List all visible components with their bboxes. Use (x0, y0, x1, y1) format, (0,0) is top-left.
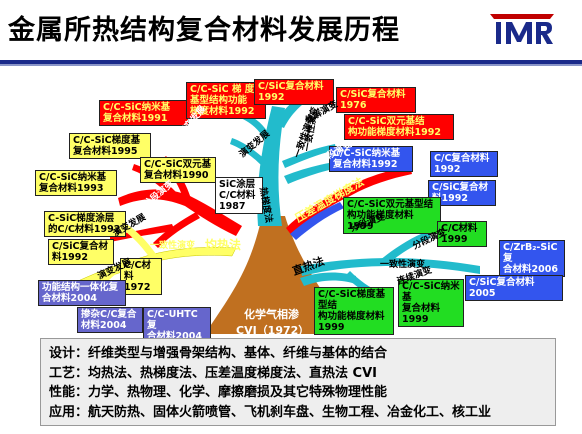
page-title: 金属所热结构复合材料发展历程 (8, 15, 400, 46)
box-node: C/C-SiC纳米基 复合材料1991 (99, 100, 189, 126)
header-rule-light (0, 64, 582, 66)
summary-line: 性能：力学、热物理、化学、摩擦磨损及其它特殊物理性能 (49, 385, 388, 400)
box-node: C/SiC复合材料 1992 (254, 79, 334, 105)
summary-line: 应用：航天防热、固体火箭喷管、飞机刹车盘、生物工程、冶金化工、核工业 (49, 404, 492, 420)
summary-line: 工艺：均热法、热梯度法、压差温度梯度法、直热法 CVI (49, 365, 377, 381)
box-node: C/C复合材料 1992 (430, 151, 498, 177)
branch-direct-up (380, 231, 431, 266)
box-node: 功能结构一体化复 合材料2004 (38, 280, 126, 306)
box-node: C/C材料 1972 (120, 258, 162, 295)
branch-red-low2 (110, 224, 175, 242)
box-node: C/C-UHTC 复 合材料2004 (143, 307, 211, 344)
box-node: C/C-SiC梯度基 复合材料1995 (69, 133, 151, 159)
box-node: C/C-SiC双元基型结 构功能梯度材料1999 (343, 197, 441, 234)
box-node: C/C-SiC 梯 度 基型结构功能 梯度材料1992 (186, 82, 266, 119)
box-node: C/C-SiC纳米基 复合材料1999 (398, 279, 464, 327)
box-node: SiC涂层 C/C材料 1987 (215, 177, 263, 214)
box-node: 掺杂C/C复合 材料2004 (77, 307, 143, 333)
box-node: C/SiC复合材 料1992 (48, 239, 114, 265)
branch-label: 均热法 (205, 238, 242, 252)
summary-panel: 设计：纤维类型与增强骨架结构、基体、纤维与基体的结合 工艺：均热法、热梯度法、压… (40, 338, 556, 426)
stem-right-1 (282, 144, 336, 168)
box-node: C/C-SiC梯度基型结 构功能梯度材料 1999 (314, 287, 394, 335)
box-node: C/C-SiC双元基 复合材料1990 (140, 157, 216, 183)
box-node: C/C-SiC纳米基 复合材料1992 (329, 146, 413, 172)
box-node: C/ZrB₂-SiC复 合材料2006 (499, 240, 565, 277)
branch-red-low (153, 212, 200, 248)
development-tree (77, 86, 480, 334)
box-node: C/C材料 1999 (437, 221, 487, 247)
branch-label: 一致性演变 (150, 241, 196, 251)
box-node: C-SiC梯度涂层 的C/C材料1992 (44, 211, 126, 237)
header-rule (0, 60, 582, 64)
summary-line: 设计：纤维类型与增强骨架结构、基体、纤维与基体的结合 (49, 346, 388, 361)
imr-logo (490, 14, 554, 44)
box-node: C/C-SiC纳米基 复合材料1993 (35, 170, 117, 196)
box-node: C/C-SiC双元基结 构功能梯度材料1992 (344, 114, 454, 140)
stem-left-1 (230, 138, 266, 166)
root-sublabel: CVI（1972） (236, 324, 310, 337)
box-node: C/SiC复合材料 1976 (336, 87, 416, 113)
branch-direct (300, 258, 480, 276)
branch-yellow-up (120, 223, 156, 258)
branch-teal-thick (300, 272, 356, 286)
branch-label: 一致性演变 (380, 260, 426, 270)
branch-pressure-blue (290, 202, 344, 240)
root-label: 化学气相渗 (244, 308, 299, 321)
box-node: C/SiC复合材料2005 (465, 275, 563, 301)
stem-main (257, 106, 285, 226)
